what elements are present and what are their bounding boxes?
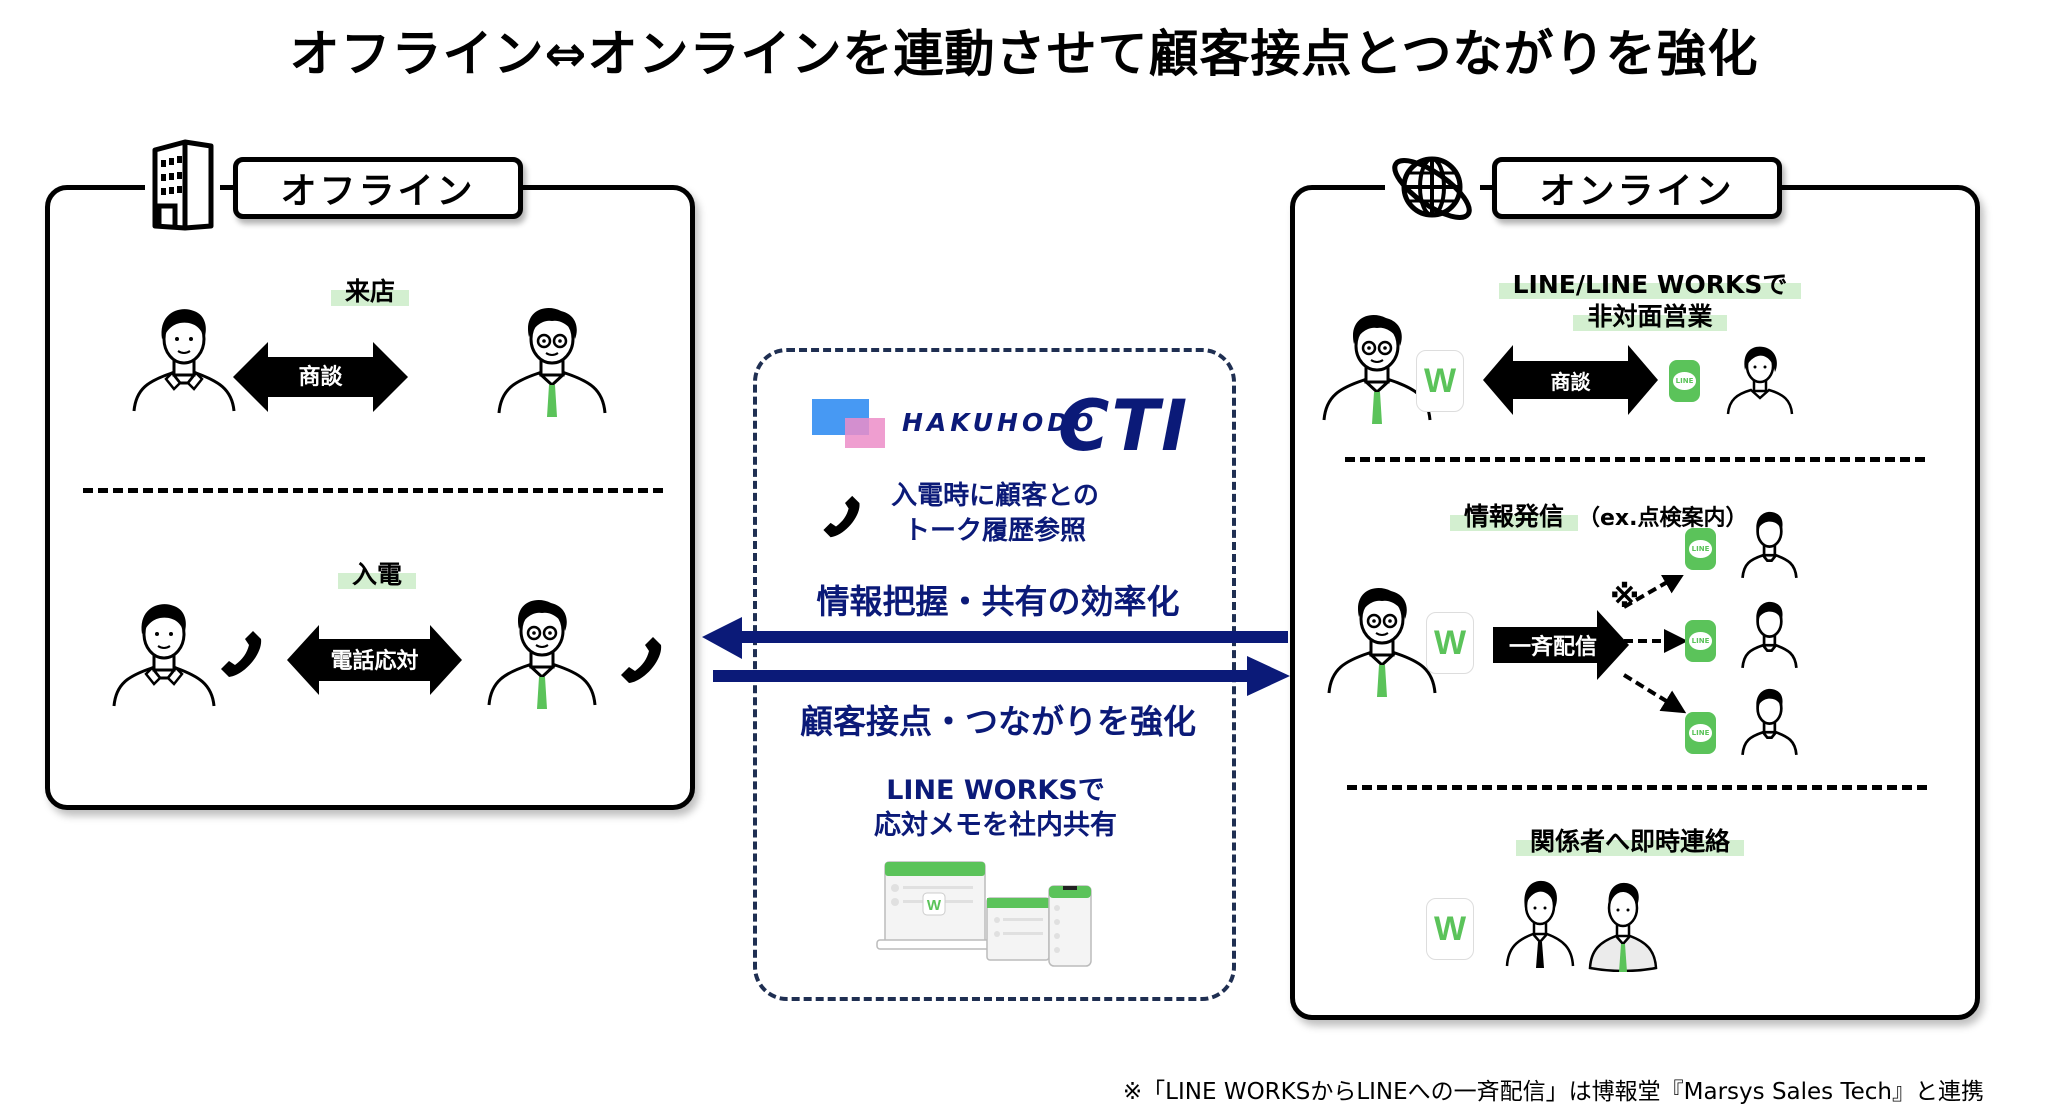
arrow-online-to-offline — [700, 615, 1290, 665]
line-app-icon: LINE — [1685, 528, 1716, 570]
lineworks-app-icon: W — [1426, 898, 1474, 960]
customer-person-icon — [110, 600, 220, 710]
lineworks-app-icon: W — [1426, 612, 1474, 674]
hakuhodo-cti-logo — [810, 395, 1180, 460]
online-broadcast-heading: 情報発信（ex.点検案内） — [1450, 497, 1748, 533]
logo-product-text: CTI — [1058, 385, 1190, 467]
dashed-fan-arrows — [1620, 571, 1690, 715]
online-label: オンライン — [1492, 157, 1782, 219]
offline-meeting-label: 商談 — [298, 365, 343, 390]
offline-visit-heading: 来店 — [270, 272, 470, 308]
customer-person-icon — [1740, 510, 1800, 580]
lineworks-memo-line1: LINE WORKSで — [886, 775, 1105, 806]
offline-label: オフライン — [233, 157, 523, 219]
staff-person-icon — [495, 305, 610, 420]
customer-person-icon — [130, 305, 240, 415]
offline-phone-arrow — [287, 625, 462, 695]
customer-woman-icon — [1725, 342, 1795, 417]
phone-handset-icon — [615, 633, 665, 688]
lineworks-app-icon: W — [1416, 350, 1464, 412]
svg-text:W: W — [927, 897, 942, 914]
cti-feature-line1: 入電時に顧客との — [891, 481, 1099, 511]
online-divider — [1347, 785, 1927, 790]
note-mark: ※ — [1610, 580, 1640, 615]
cti-feature-line2: トーク履歴参照 — [903, 516, 1086, 546]
devices-illustration: W — [865, 860, 1105, 970]
line-app-icon: LINE — [1685, 712, 1716, 754]
offline-divider — [83, 488, 663, 493]
building-icon — [145, 138, 220, 233]
page-title: オフライン⇔オンラインを連動させて顧客接点とつながりを強化 — [289, 25, 1759, 83]
online-notify-heading: 関係者へ即時連絡 — [1470, 822, 1790, 858]
arrow-top-label: 情報把握・共有の効率化 — [816, 582, 1180, 621]
online-remote-sales-heading-line2: 非対面営業 — [1460, 297, 1840, 333]
offline-meeting-arrow — [233, 342, 408, 412]
line-app-icon: LINE — [1685, 620, 1716, 662]
footnote: ※「LINE WORKSからLINEへの一斉配信」は博報堂『Marsys Sal… — [1122, 1079, 1984, 1105]
line-app-icon: LINE — [1669, 360, 1700, 402]
broadcast-arrow — [1493, 610, 1629, 680]
customer-person-icon — [1740, 687, 1800, 757]
colleague-person-icon — [1588, 880, 1658, 973]
arrow-bottom-label: 顧客接点・つながりを強化 — [800, 702, 1196, 741]
online-meeting-arrow — [1483, 345, 1658, 415]
globe-icon — [1385, 145, 1480, 230]
online-divider — [1345, 457, 1925, 462]
colleague-person-icon — [1505, 878, 1575, 970]
offline-call-heading: 入電 — [277, 555, 477, 591]
staff-person-icon — [1325, 585, 1440, 700]
phone-handset-icon — [215, 627, 265, 682]
staff-person-icon — [1320, 312, 1435, 427]
customer-person-icon — [1740, 600, 1800, 670]
lineworks-memo-line2: 応対メモを社内共有 — [874, 810, 1117, 841]
staff-person-icon — [485, 597, 600, 712]
offline-phone-label: 電話応対 — [330, 649, 419, 674]
phone-handset-icon — [818, 492, 863, 542]
logo-brand-text: HAKUHODO — [902, 408, 1098, 437]
online-remote-sales-heading-line1: LINE/LINE WORKSで — [1460, 265, 1840, 301]
online-meeting-label: 商談 — [1550, 370, 1591, 394]
broadcast-label: 一斉配信 — [1508, 635, 1597, 660]
arrow-offline-to-online — [713, 654, 1293, 700]
